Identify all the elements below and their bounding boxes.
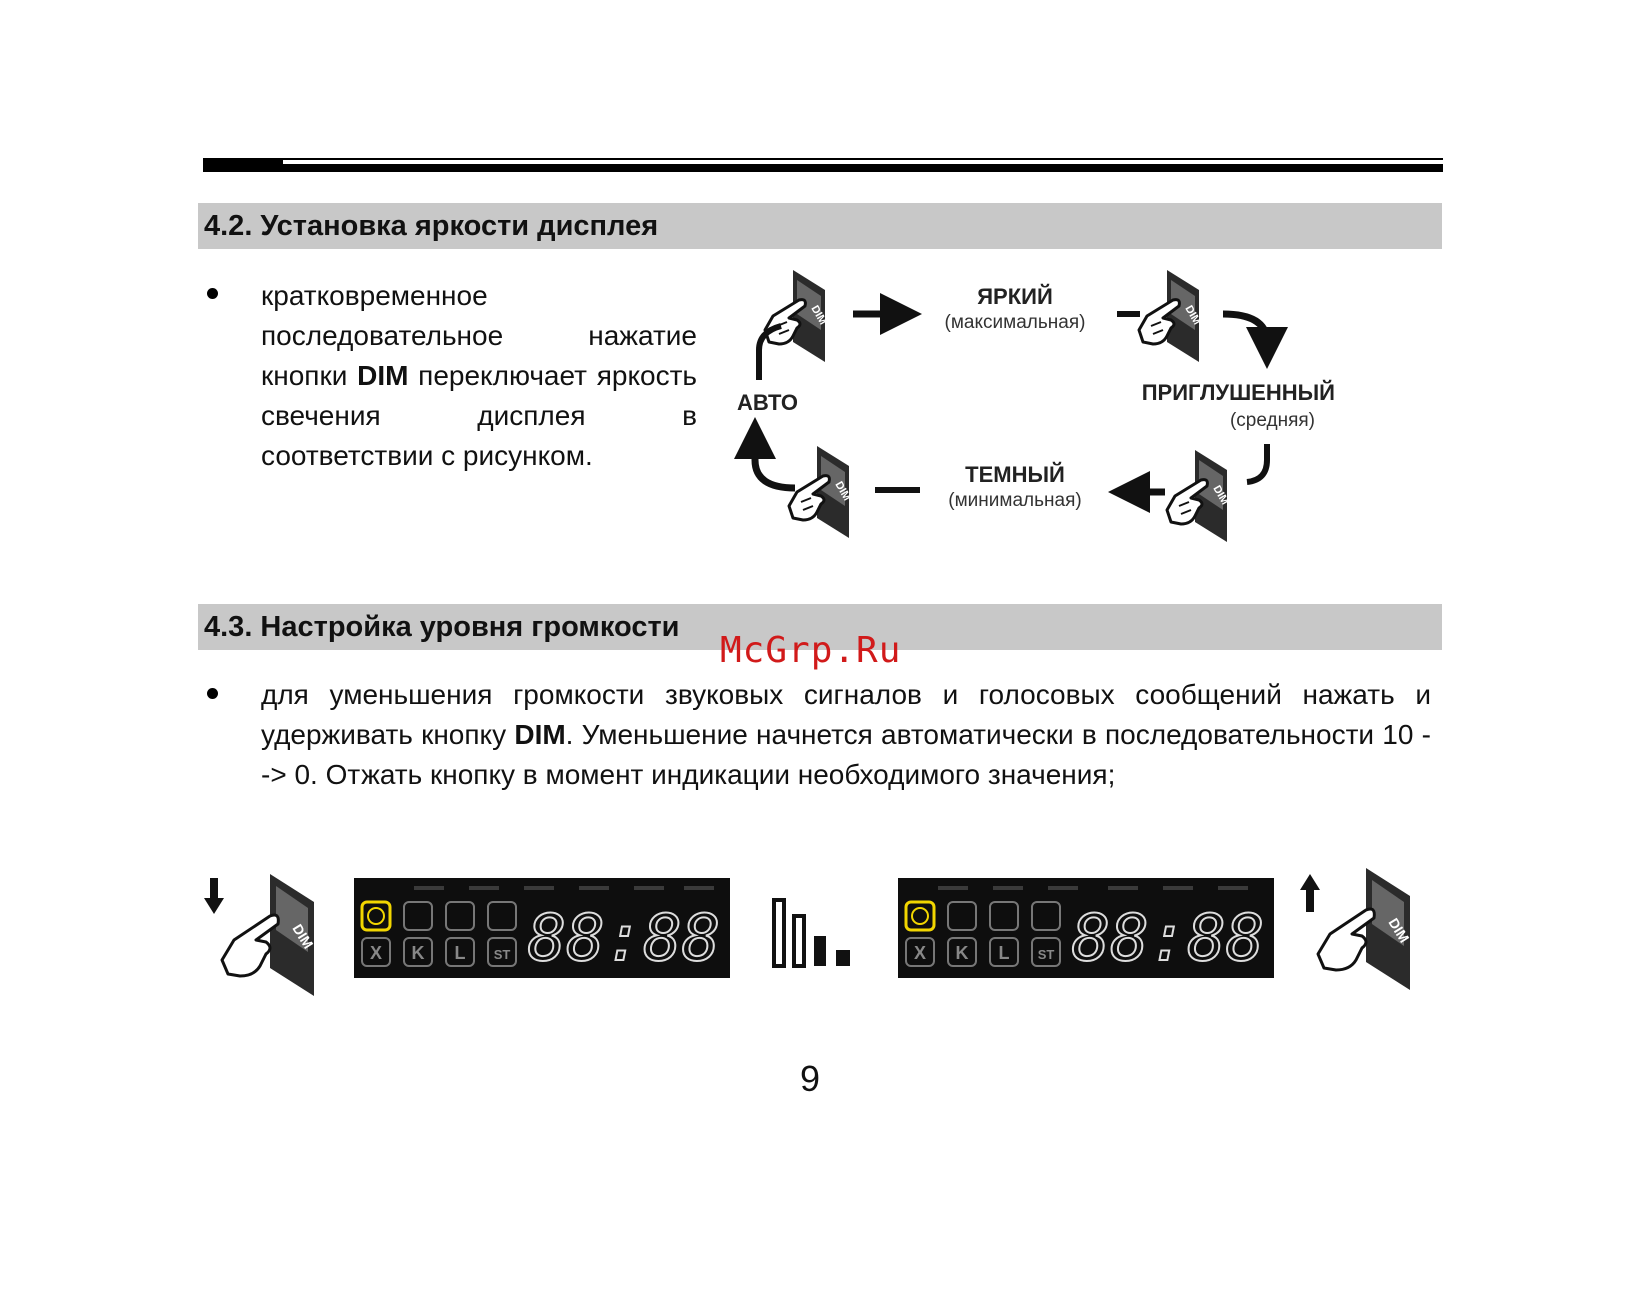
brightness-cycle-diagram: DIM ЯРКИЙ (максимальная) DIM ПРИГЛУШЕННЫ… xyxy=(734,270,1335,544)
icon-label-st: ST xyxy=(494,947,511,962)
header-rule-thick xyxy=(203,164,1443,172)
volume-decrease-icon xyxy=(772,898,850,968)
brightness-text-end: переключает яркость свечения дисплея в с… xyxy=(261,360,697,471)
display-panel-left: X K L ST 88:88 xyxy=(354,878,730,978)
icon-label-l: L xyxy=(999,943,1010,963)
icon-label-x: X xyxy=(914,943,926,963)
brightness-text-start: кратковременное последовательное нажатие… xyxy=(261,280,697,391)
bullet-point xyxy=(207,288,218,299)
icon-label-st: ST xyxy=(1038,947,1055,962)
auto-label: АВТО xyxy=(737,390,798,415)
icon-label-l: L xyxy=(455,943,466,963)
muted-sublabel: (средняя) xyxy=(1230,410,1315,431)
page-number: 9 xyxy=(800,1058,821,1099)
bullet-point xyxy=(207,688,218,699)
brightness-paragraph: кратковременное последовательное нажатие… xyxy=(261,276,697,476)
icon-label-k: K xyxy=(956,943,969,963)
display-digits: 88:88 xyxy=(528,902,721,976)
dim-keyword: DIM xyxy=(514,719,566,750)
header-rule-notch xyxy=(203,160,283,164)
dark-label: ТЕМНЫЙ xyxy=(965,462,1065,487)
icon-label-x: X xyxy=(370,943,382,963)
watermark-text: McGrp.Ru xyxy=(720,630,902,671)
dim-keyword: DIM xyxy=(357,360,409,391)
volume-paragraph: для уменьшения громкости звуковых сигнал… xyxy=(261,675,1431,795)
section-heading-volume: 4.3. Настройка уровня громкости xyxy=(198,604,1442,650)
dim-button-top-left-icon: DIM xyxy=(763,270,829,364)
display-digits: 88:88 xyxy=(1072,902,1265,976)
header-rule-thin xyxy=(203,158,1443,160)
dim-button-bottom-right-icon: DIM xyxy=(1165,448,1231,544)
bright-label: ЯРКИЙ xyxy=(977,284,1053,309)
bright-sublabel: (максимальная) xyxy=(945,312,1086,333)
dim-button-bottom-left-icon: DIM xyxy=(787,444,853,540)
dim-button-top-right-icon: DIM xyxy=(1137,270,1203,364)
press-dim-hold-icon: DIM xyxy=(204,874,317,996)
dark-sublabel: (минимальная) xyxy=(948,490,1081,511)
release-dim-icon: DIM xyxy=(1300,868,1413,990)
icon-label-k: K xyxy=(412,943,425,963)
display-panel-right: X K L ST 88:88 xyxy=(898,878,1274,978)
muted-label: ПРИГЛУШЕННЫЙ xyxy=(1142,380,1335,405)
section-heading-brightness: 4.2. Установка яркости дисплея xyxy=(198,203,1442,249)
volume-text-start: для уменьшения громкости звуковых сигнал… xyxy=(261,679,1431,750)
volume-text-end: . Уменьшение начнется автоматически в по… xyxy=(261,719,1431,790)
